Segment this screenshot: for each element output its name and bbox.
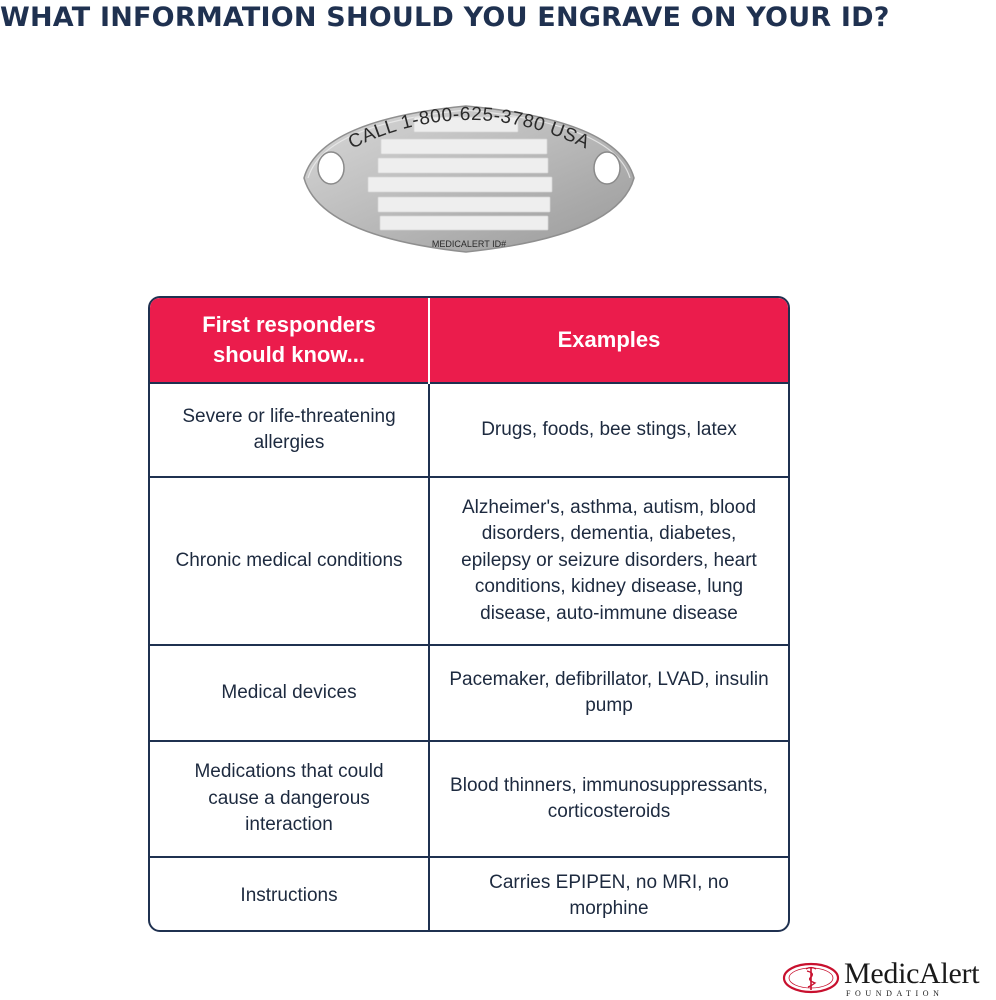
table-row: Severe or life-threatening allergies Dru… bbox=[150, 382, 788, 477]
row-category: Severe or life-threatening allergies bbox=[150, 382, 429, 477]
id-tag-graphic: CALL 1-800-625-3780 USA MEDICALERT ID# bbox=[303, 104, 635, 253]
row-category: Medications that could cause a dangerous… bbox=[150, 740, 429, 857]
row-examples: Drugs, foods, bee stings, latex bbox=[428, 382, 788, 477]
table-row: Instructions Carries EPIPEN, no MRI, no … bbox=[150, 856, 788, 930]
row-examples: Pacemaker, defibrillator, LVAD, insulin … bbox=[428, 644, 788, 741]
table-row: Chronic medical conditions Alzheimer's, … bbox=[150, 476, 788, 645]
engraving-lines bbox=[367, 116, 553, 231]
logo-subtitle: FOUNDATION bbox=[846, 989, 944, 998]
table-row: Medications that could cause a dangerous… bbox=[150, 740, 788, 857]
medicalert-logo: MedicAlert FOUNDATION bbox=[782, 958, 996, 1000]
table-row: Medical devices Pacemaker, defibrillator… bbox=[150, 644, 788, 741]
medical-id-tag-image: CALL 1-800-625-3780 USA MEDICALERT ID# bbox=[296, 90, 642, 268]
tag-id-label: MEDICALERT ID# bbox=[432, 239, 506, 249]
header-first-responders: First responders should know... bbox=[150, 298, 429, 383]
tag-right-hole bbox=[593, 151, 621, 185]
row-category: Instructions bbox=[150, 856, 429, 930]
medical-emblem-icon bbox=[782, 962, 840, 994]
row-examples: Blood thinners, immunosuppressants, cort… bbox=[428, 740, 788, 857]
row-category: Chronic medical conditions bbox=[150, 476, 429, 645]
tag-left-hole bbox=[317, 151, 345, 185]
row-examples: Alzheimer's, asthma, autism, blood disor… bbox=[428, 476, 788, 645]
row-examples: Carries EPIPEN, no MRI, no morphine bbox=[428, 856, 788, 930]
table-header-row: First responders should know... Examples bbox=[150, 298, 788, 383]
header-examples: Examples bbox=[428, 298, 788, 383]
engraving-info-table: First responders should know... Examples… bbox=[148, 296, 790, 932]
page-headline: WHAT INFORMATION SHOULD YOU ENGRAVE ON Y… bbox=[0, 2, 890, 33]
row-category: Medical devices bbox=[150, 644, 429, 741]
logo-name: MedicAlert bbox=[844, 957, 980, 990]
